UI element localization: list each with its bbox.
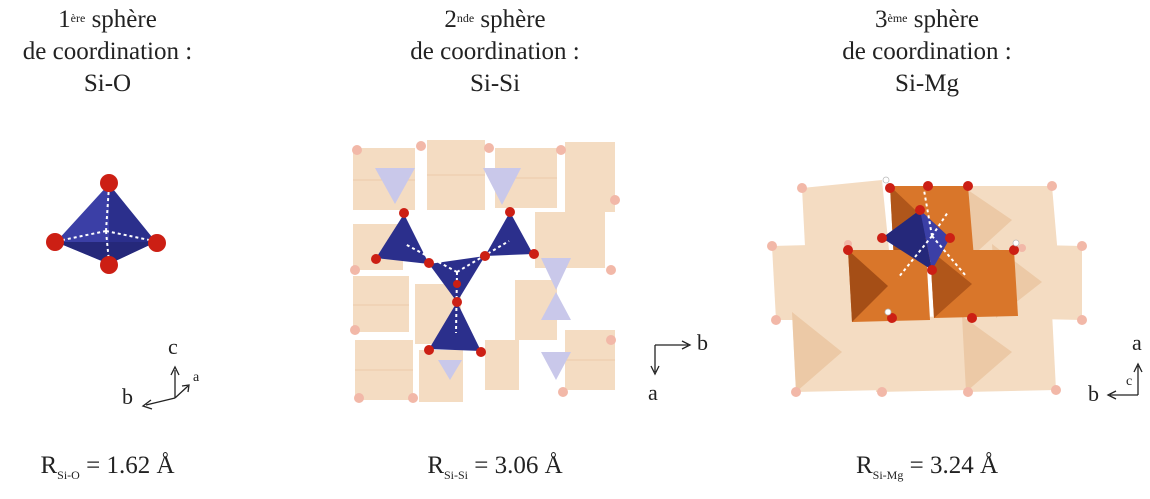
axis-label-c: c xyxy=(168,334,178,359)
faint-oxygens xyxy=(350,141,620,403)
oxygen-atom xyxy=(452,297,462,307)
oxygen-atom xyxy=(424,258,434,268)
oxygen-atom xyxy=(885,183,895,193)
axes-indicator-1 xyxy=(141,365,190,410)
oxygen-atom xyxy=(371,254,381,264)
axis-label-b: b xyxy=(122,384,133,409)
title-line-2: de coordination : xyxy=(842,38,1012,65)
formula-r: R xyxy=(427,452,444,479)
axes-indicator-2 xyxy=(650,340,692,376)
oxygen-atom xyxy=(923,181,933,191)
oxygen-atom xyxy=(100,256,118,274)
oxygen-atom xyxy=(1009,245,1019,255)
panel-si-mg: 3ème sphère de coordination : Si-Mg xyxy=(762,0,1143,499)
title-bond: Si-Si xyxy=(469,70,521,97)
formula-r: R xyxy=(40,452,58,479)
panel-si-si: 2nde sphère de coordination : Si-Si xyxy=(335,0,708,499)
tetra-right xyxy=(485,212,533,256)
oxygen-atom xyxy=(46,233,64,251)
oxygen-atom xyxy=(453,280,461,288)
oxygen-atom xyxy=(399,208,409,218)
title-number: 2 xyxy=(444,6,457,33)
panel-si-o: 1ère sphère de coordination : Si-O c xyxy=(0,0,215,499)
distance-formula: RSi-O = 1.62 Å xyxy=(0,452,215,483)
faint-tetrahedra xyxy=(375,168,571,380)
sio4-tetrahedron xyxy=(46,174,190,410)
title-bond: Si-O xyxy=(83,70,132,97)
oxygen-atom xyxy=(843,245,853,255)
formula-subscript: Si-O xyxy=(57,468,80,482)
title-ordinal-suffix: nde xyxy=(456,11,475,25)
tetra-face-bottom xyxy=(56,242,156,264)
oxygen-atoms xyxy=(371,207,539,357)
oxygen-atom xyxy=(967,313,977,323)
title-word: sphère xyxy=(913,6,979,33)
formula-value: = 3.24 Å xyxy=(909,452,999,479)
oxygen-atom xyxy=(887,313,897,323)
formula-value: = 3.06 Å xyxy=(474,452,563,479)
axis-label-b: b xyxy=(697,330,708,355)
structure-si-si xyxy=(350,140,692,403)
oxygen-atom xyxy=(529,249,539,259)
formula-r: R xyxy=(855,452,873,479)
oxygen-atom xyxy=(100,174,118,192)
formula-subscript: Si-Mg xyxy=(872,468,904,482)
oxygen-atom xyxy=(945,233,955,243)
hydrogen-atoms xyxy=(882,176,1020,316)
structure-si-mg xyxy=(767,176,1143,400)
distance-formula: RSi-Mg = 3.24 Å xyxy=(762,452,1092,483)
panel-title: 3ème sphère de coordination : Si-Mg xyxy=(742,4,1112,100)
panel-title: 1ère sphère de coordination : Si-O xyxy=(0,4,215,100)
title-number: 1 xyxy=(58,6,71,33)
tetra-left xyxy=(376,214,429,264)
oxygen-atom xyxy=(148,234,166,252)
oxygen-atom xyxy=(963,181,973,191)
oxygen-atom xyxy=(480,251,490,261)
panel-title: 2nde sphère de coordination : Si-Si xyxy=(335,4,655,100)
tetra-bottom xyxy=(429,302,481,351)
axis-label-a: a xyxy=(648,380,658,405)
oxygen-atoms xyxy=(843,181,1019,323)
axes-indicator-3 xyxy=(1106,362,1143,400)
title-word: sphère xyxy=(91,6,157,33)
distance-formula: RSi-Si = 3.06 Å xyxy=(305,452,685,483)
title-line-2: de coordination : xyxy=(410,38,580,65)
formula-value: = 1.62 Å xyxy=(86,452,175,479)
oxygen-atom xyxy=(505,207,515,217)
title-bond: Si-Mg xyxy=(895,70,959,97)
oxygen-atoms xyxy=(46,174,166,274)
oxygen-atom xyxy=(476,347,486,357)
axis-label-b: b xyxy=(1088,381,1099,406)
title-ordinal-suffix: ème xyxy=(887,11,908,25)
title-line-2: de coordination : xyxy=(22,38,193,65)
axis-label-c: c xyxy=(1126,374,1133,389)
title-word: sphère xyxy=(480,6,546,33)
oxygen-atom xyxy=(927,265,937,275)
formula-subscript: Si-Si xyxy=(444,468,469,482)
faint-oxygens xyxy=(767,181,1087,397)
oxygen-atom xyxy=(915,205,925,215)
title-number: 3 xyxy=(875,6,888,33)
title-ordinal-suffix: ère xyxy=(70,11,86,25)
axis-label-a: a xyxy=(193,370,200,385)
oxygen-atom xyxy=(424,345,434,355)
axis-label-a: a xyxy=(1132,330,1142,355)
oxygen-atom xyxy=(877,233,887,243)
